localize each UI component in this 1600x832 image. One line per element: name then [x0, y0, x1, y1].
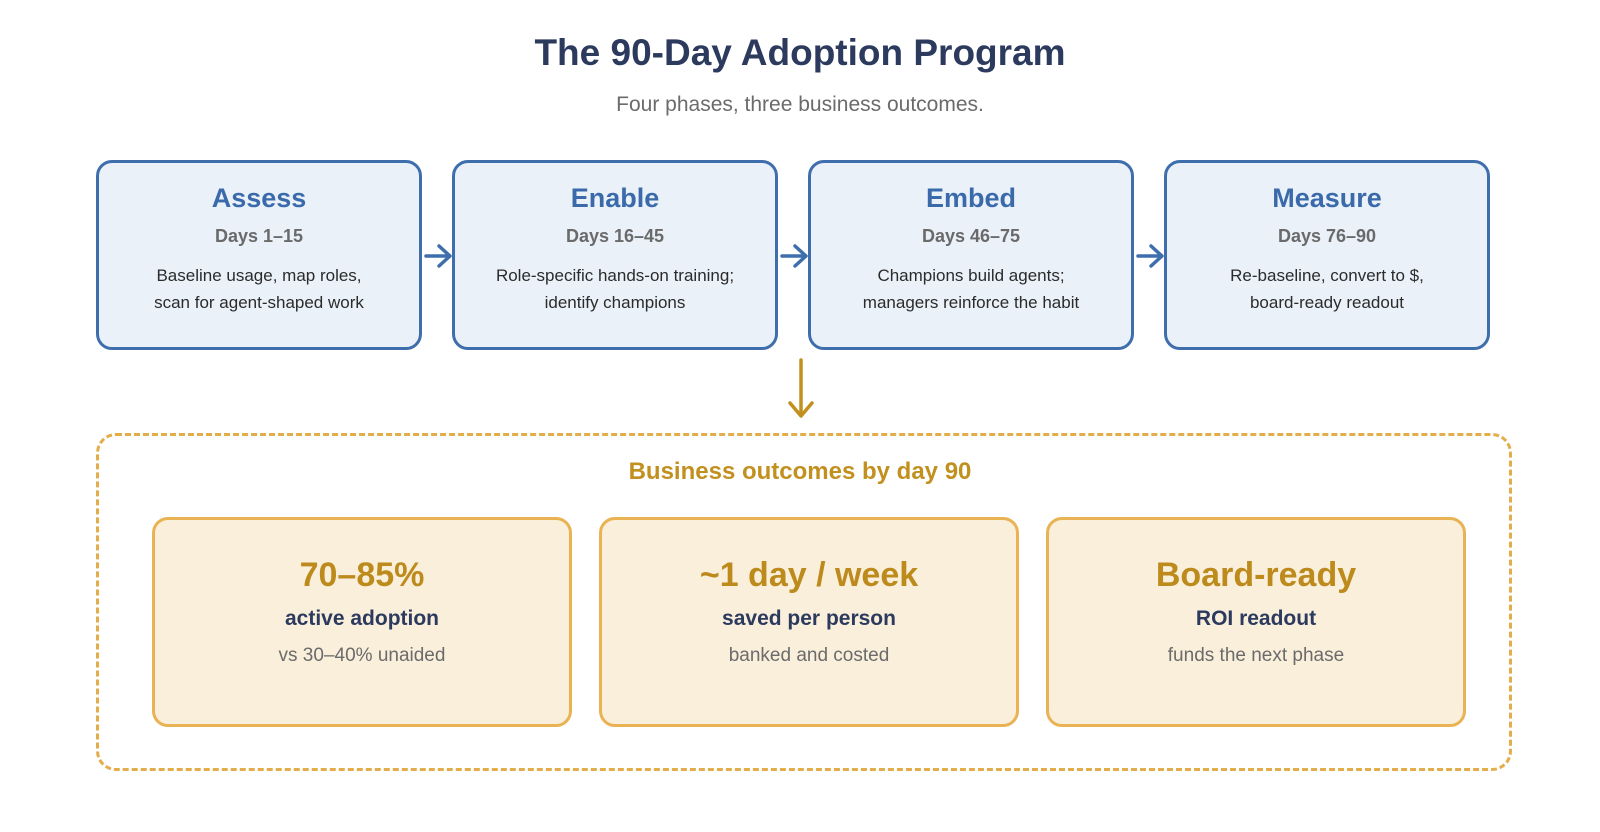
- outcome-headline: ~1 day / week: [699, 556, 919, 594]
- outcomes-title: Business outcomes by day 90: [628, 458, 972, 485]
- page-subtitle: Four phases, three business outcomes.: [616, 93, 984, 116]
- outcome-note: banked and costed: [728, 645, 890, 666]
- phase-days: Days 46–75: [921, 226, 1021, 246]
- outcome-note: funds the next phase: [1167, 645, 1345, 666]
- phase-embed: Embed Days 46–75 Champions build agents;…: [808, 160, 1134, 350]
- outcomes-container: [96, 433, 1512, 771]
- phase-days: Days 16–45: [565, 226, 665, 246]
- phase-measure: Measure Days 76–90 Re-baseline, convert …: [1164, 160, 1490, 350]
- outcome-card-adoption: 70–85% active adoption vs 30–40% unaided: [152, 517, 572, 727]
- outcome-card-roi: Board-ready ROI readout funds the next p…: [1046, 517, 1466, 727]
- phase-name: Measure: [1272, 183, 1382, 213]
- outcome-card-time-saved: ~1 day / week saved per person banked an…: [599, 517, 1019, 727]
- outcome-note: vs 30–40% unaided: [278, 645, 446, 666]
- phase-name: Enable: [570, 183, 660, 213]
- outcome-label: ROI readout: [1195, 607, 1317, 630]
- outcome-label: active adoption: [284, 607, 440, 630]
- outcome-headline: Board-ready: [1155, 556, 1357, 594]
- right-arrow-icon: [780, 244, 808, 268]
- phase-enable: Enable Days 16–45 Role-specific hands-on…: [452, 160, 778, 350]
- phase-days: Days 1–15: [214, 226, 304, 246]
- outcome-headline: 70–85%: [299, 556, 425, 594]
- page-title: The 90-Day Adoption Program: [534, 32, 1066, 73]
- phase-name: Assess: [211, 183, 307, 213]
- right-arrow-icon: [1136, 244, 1164, 268]
- down-arrow-icon: [788, 358, 814, 418]
- outcome-label: saved per person: [722, 607, 896, 630]
- phase-name: Embed: [925, 183, 1017, 213]
- phase-description: Baseline usage, map roles, scan for agen…: [154, 266, 364, 312]
- phase-assess: Assess Days 1–15 Baseline usage, map rol…: [96, 160, 422, 350]
- phase-description: Champions build agents; managers reinfor…: [862, 266, 1080, 312]
- phase-description: Role-specific hands-on training; identif…: [495, 266, 735, 312]
- right-arrow-icon: [424, 244, 452, 268]
- phase-days: Days 76–90: [1277, 226, 1377, 246]
- phase-description: Re-baseline, convert to $, board-ready r…: [1230, 266, 1424, 312]
